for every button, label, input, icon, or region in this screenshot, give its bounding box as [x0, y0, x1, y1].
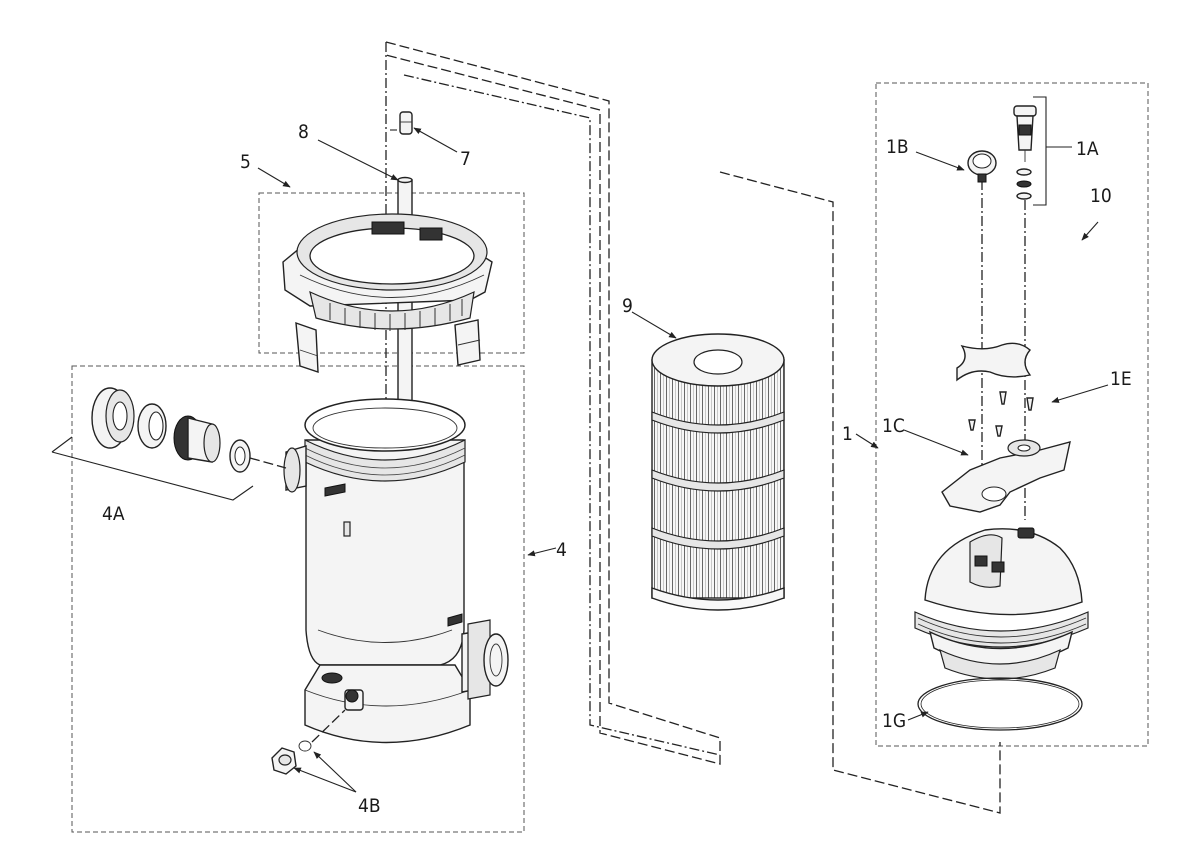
- callout-1: 1: [842, 423, 853, 445]
- bracket-4A: [51, 436, 254, 501]
- o-ring-part-1G: [917, 677, 1083, 731]
- air-bleeder-part-7: [390, 111, 413, 135]
- handle-part-1C: [941, 439, 1071, 513]
- callout-8: 8: [298, 121, 309, 143]
- group-box-5: [258, 192, 525, 354]
- clip-right: [454, 319, 481, 366]
- filter-body-part-4: [283, 398, 509, 744]
- callout-1A: 1A: [1076, 138, 1099, 160]
- callout-1E: 1E: [1110, 368, 1132, 390]
- drain-plug-part-4B: [271, 709, 346, 775]
- callout-5: 5: [240, 151, 251, 173]
- callout-7: 7: [460, 148, 471, 170]
- callout-1G: 1G: [882, 710, 906, 732]
- bracket-1A: [1033, 96, 1047, 206]
- lid-dome: [914, 527, 1089, 680]
- callout-4B: 4B: [358, 795, 381, 817]
- callout-10: 10: [1090, 185, 1112, 207]
- cartridge-part-9: [651, 333, 785, 611]
- gasket-plate: [956, 342, 1032, 382]
- clip-left: [295, 321, 319, 373]
- relief-valve-part-1A: [1013, 105, 1037, 200]
- callout-9: 9: [622, 295, 633, 317]
- lock-ring-part-5: [282, 213, 493, 331]
- callout-4: 4: [556, 539, 567, 561]
- assembly-line-outer: [385, 41, 721, 765]
- screws-part-1E: [968, 391, 1034, 437]
- group-box-10: [875, 82, 1149, 747]
- callout-4A: 4A: [102, 503, 125, 525]
- assembly-line-rod: [403, 74, 721, 756]
- union-set-part-4A: [91, 387, 287, 473]
- group-box-4: [71, 365, 525, 833]
- callout-1B: 1B: [886, 136, 909, 158]
- assembly-line-cartridge: [719, 171, 1001, 814]
- callout-1C: 1C: [882, 415, 905, 437]
- pressure-gauge-part-1B: [967, 150, 997, 183]
